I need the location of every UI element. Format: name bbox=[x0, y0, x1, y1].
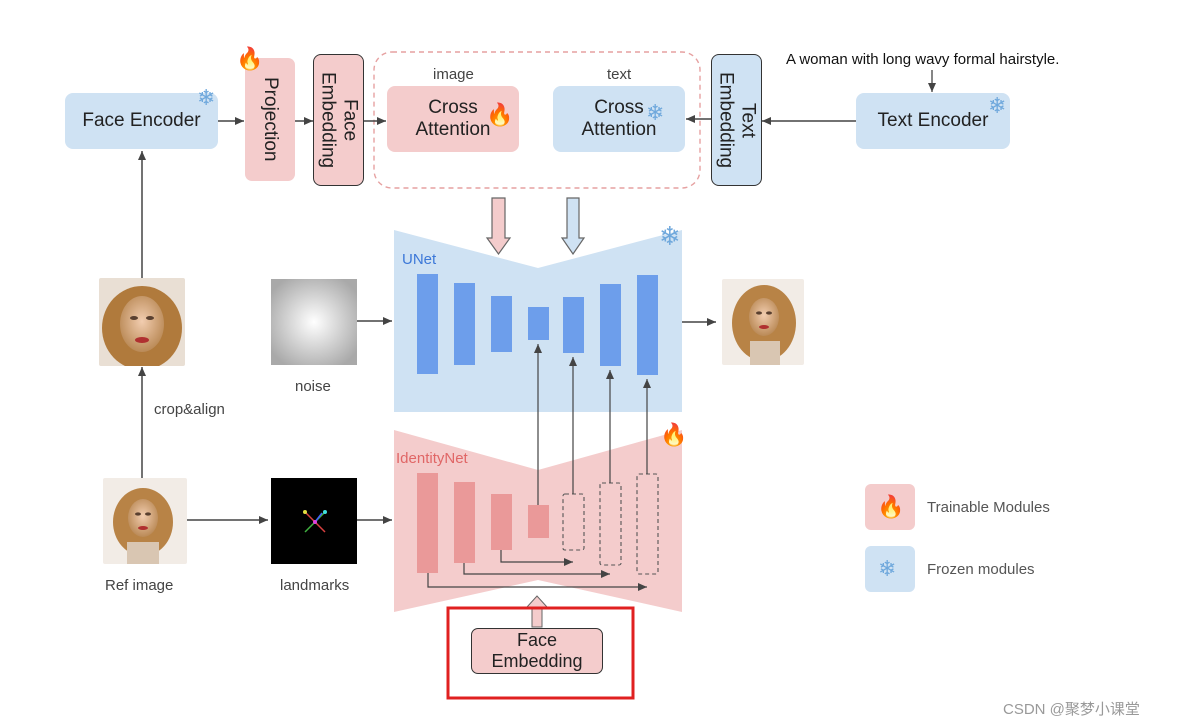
output-face-photo bbox=[722, 279, 804, 365]
text-encoder-label: Text Encoder bbox=[877, 110, 989, 131]
cross-attention-text-box: Cross Attention bbox=[553, 86, 685, 152]
noise-label: noise bbox=[295, 378, 331, 395]
legend-trainable-label: Trainable Modules bbox=[927, 499, 1050, 516]
snowflake-icon: ❄ bbox=[878, 556, 897, 581]
landmarks-image bbox=[271, 478, 357, 564]
text-encoder-box: Text Encoder bbox=[856, 93, 1010, 149]
fire-icon: 🔥 bbox=[660, 422, 688, 447]
unet-blocks bbox=[417, 274, 658, 375]
fire-icon: 🔥 bbox=[877, 494, 905, 519]
text-label: text bbox=[607, 66, 632, 83]
legend-trainable-swatch bbox=[865, 484, 915, 530]
cross-attention-group-outline bbox=[373, 51, 701, 189]
ref-image-label: Ref image bbox=[105, 577, 174, 594]
face-embedding-label: Face Embedding bbox=[317, 71, 361, 169]
image-label: image bbox=[433, 66, 474, 83]
text-embedding-box: Text Embedding bbox=[711, 54, 762, 186]
unet-label: UNet bbox=[402, 251, 437, 268]
crop-align-label: crop&align bbox=[154, 401, 225, 418]
snowflake-icon: ❄ bbox=[646, 100, 665, 125]
face-embedding-up-arrow bbox=[525, 595, 549, 628]
landmarks-label: landmarks bbox=[280, 577, 350, 594]
face-encoder-box: Face Encoder bbox=[65, 93, 218, 149]
ref-image-photo bbox=[103, 478, 187, 564]
image-condition-arrow bbox=[485, 197, 512, 256]
cross-attention-image-box: Cross Attention bbox=[387, 86, 519, 152]
aligned-face-photo bbox=[99, 278, 185, 366]
highlight-box bbox=[446, 606, 635, 700]
face-embedding-box: Face Embedding bbox=[313, 54, 364, 186]
cross-attention-text-label: Cross Attention bbox=[581, 97, 657, 140]
snowflake-icon: ❄ bbox=[197, 85, 216, 110]
fire-icon: 🔥 bbox=[236, 46, 264, 71]
snowflake-icon: ❄ bbox=[659, 221, 681, 251]
projection-label: Projection bbox=[260, 77, 281, 162]
watermark: CSDN @聚梦小课堂 bbox=[1003, 701, 1140, 718]
fire-icon: 🔥 bbox=[486, 102, 514, 127]
identitynet-label: IdentityNet bbox=[396, 450, 468, 467]
cross-attention-image-label: Cross Attention bbox=[415, 97, 491, 140]
noise-image bbox=[271, 279, 357, 365]
text-embedding-label: Text Embedding bbox=[715, 71, 759, 169]
face-encoder-label: Face Encoder bbox=[82, 110, 201, 131]
projection-box: Projection bbox=[245, 58, 295, 181]
face-embedding-bottom-label: Face Embedding bbox=[491, 630, 583, 671]
face-embedding-bottom-box: Face Embedding bbox=[471, 628, 603, 674]
legend-frozen-label: Frozen modules bbox=[927, 561, 1035, 578]
prompt-text: A woman with long wavy formal hairstyle. bbox=[786, 51, 1060, 68]
snowflake-icon: ❄ bbox=[988, 93, 1007, 118]
text-condition-arrow bbox=[560, 197, 586, 256]
identitynet-blocks bbox=[417, 473, 549, 573]
legend-frozen-swatch bbox=[865, 546, 915, 592]
